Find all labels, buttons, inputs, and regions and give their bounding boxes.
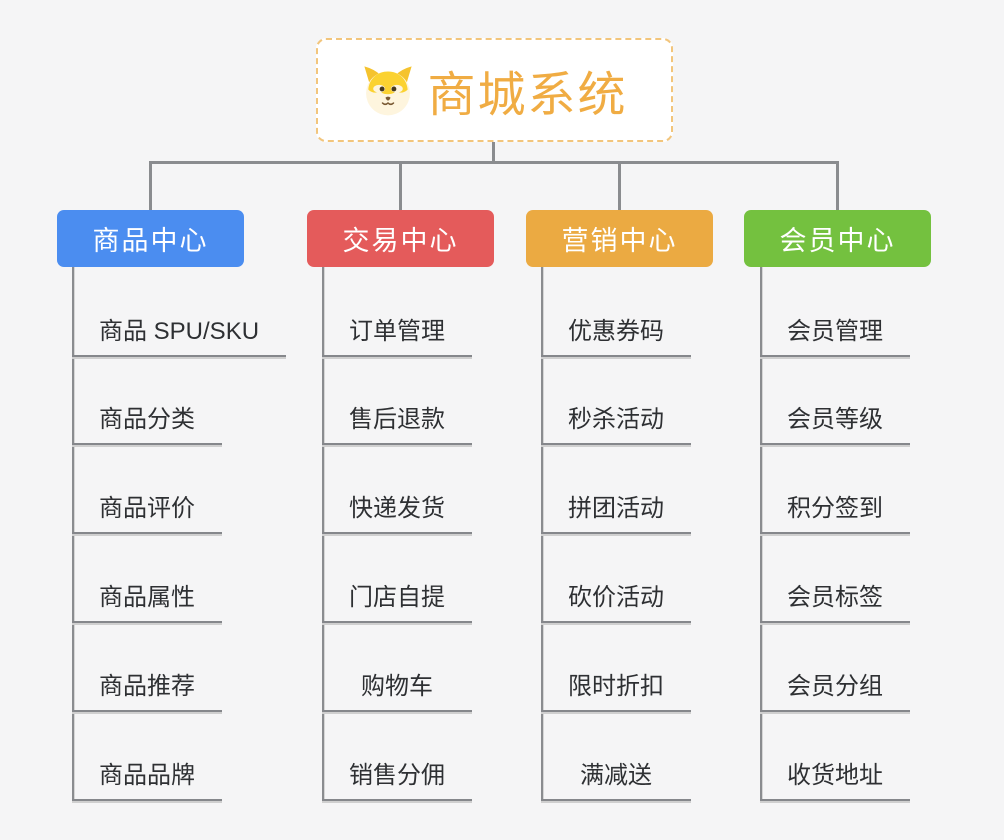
leaf-node[interactable]: 快递发货 [322, 488, 472, 536]
branch-label: 营销中心 [561, 226, 678, 256]
leaf-node[interactable]: 商品推荐 [72, 666, 222, 714]
branch-connector-drop [149, 161, 152, 211]
branch-connector-bar [149, 161, 839, 164]
root-node[interactable]: 商城系统 [316, 38, 673, 142]
branch-node-product-center[interactable]: 商品中心 [57, 210, 244, 267]
leaf-node[interactable]: 会员等级 [760, 399, 910, 447]
leaf-node[interactable]: 满减送 [541, 755, 691, 803]
leaf-node[interactable]: 订单管理 [322, 311, 472, 359]
branch-label: 交易中心 [342, 226, 459, 256]
leaf-node[interactable]: 商品 SPU/SKU [72, 311, 287, 359]
branch-label: 会员中心 [779, 226, 896, 256]
branch-node-trade-center[interactable]: 交易中心 [307, 210, 494, 267]
branch-connector-drop [618, 161, 621, 211]
branch-connector-drop [399, 161, 402, 211]
leaf-node[interactable]: 会员分组 [760, 666, 910, 714]
leaf-node[interactable]: 砍价活动 [541, 577, 691, 625]
leaf-node[interactable]: 积分签到 [760, 488, 910, 536]
leaf-node[interactable]: 优惠券码 [541, 311, 691, 359]
leaf-node[interactable]: 销售分佣 [322, 755, 472, 803]
root-title: 商城系统 [427, 69, 628, 122]
leaf-node[interactable]: 商品评价 [72, 488, 222, 536]
leaf-node[interactable]: 购物车 [322, 666, 472, 714]
branch-label: 商品中心 [92, 226, 209, 256]
leaf-node[interactable]: 商品属性 [72, 577, 222, 625]
branch-connector-drop [836, 161, 839, 211]
leaf-node[interactable]: 拼团活动 [541, 488, 691, 536]
branch-node-member-center[interactable]: 会员中心 [744, 210, 931, 267]
leaf-node[interactable]: 收货地址 [760, 755, 910, 803]
leaf-node[interactable]: 限时折扣 [541, 666, 691, 714]
branch-node-marketing-center[interactable]: 营销中心 [526, 210, 713, 267]
leaf-node[interactable]: 商品品牌 [72, 755, 222, 803]
leaf-node[interactable]: 会员管理 [760, 311, 910, 359]
root-connector-stub [492, 141, 495, 163]
leaf-node[interactable]: 售后退款 [322, 399, 472, 447]
leaf-node[interactable]: 商品分类 [72, 399, 222, 447]
leaf-node[interactable]: 会员标签 [760, 577, 910, 625]
leaf-node[interactable]: 秒杀活动 [541, 399, 691, 447]
leaf-node[interactable]: 门店自提 [322, 577, 472, 625]
shiba-dog-icon [364, 66, 413, 116]
